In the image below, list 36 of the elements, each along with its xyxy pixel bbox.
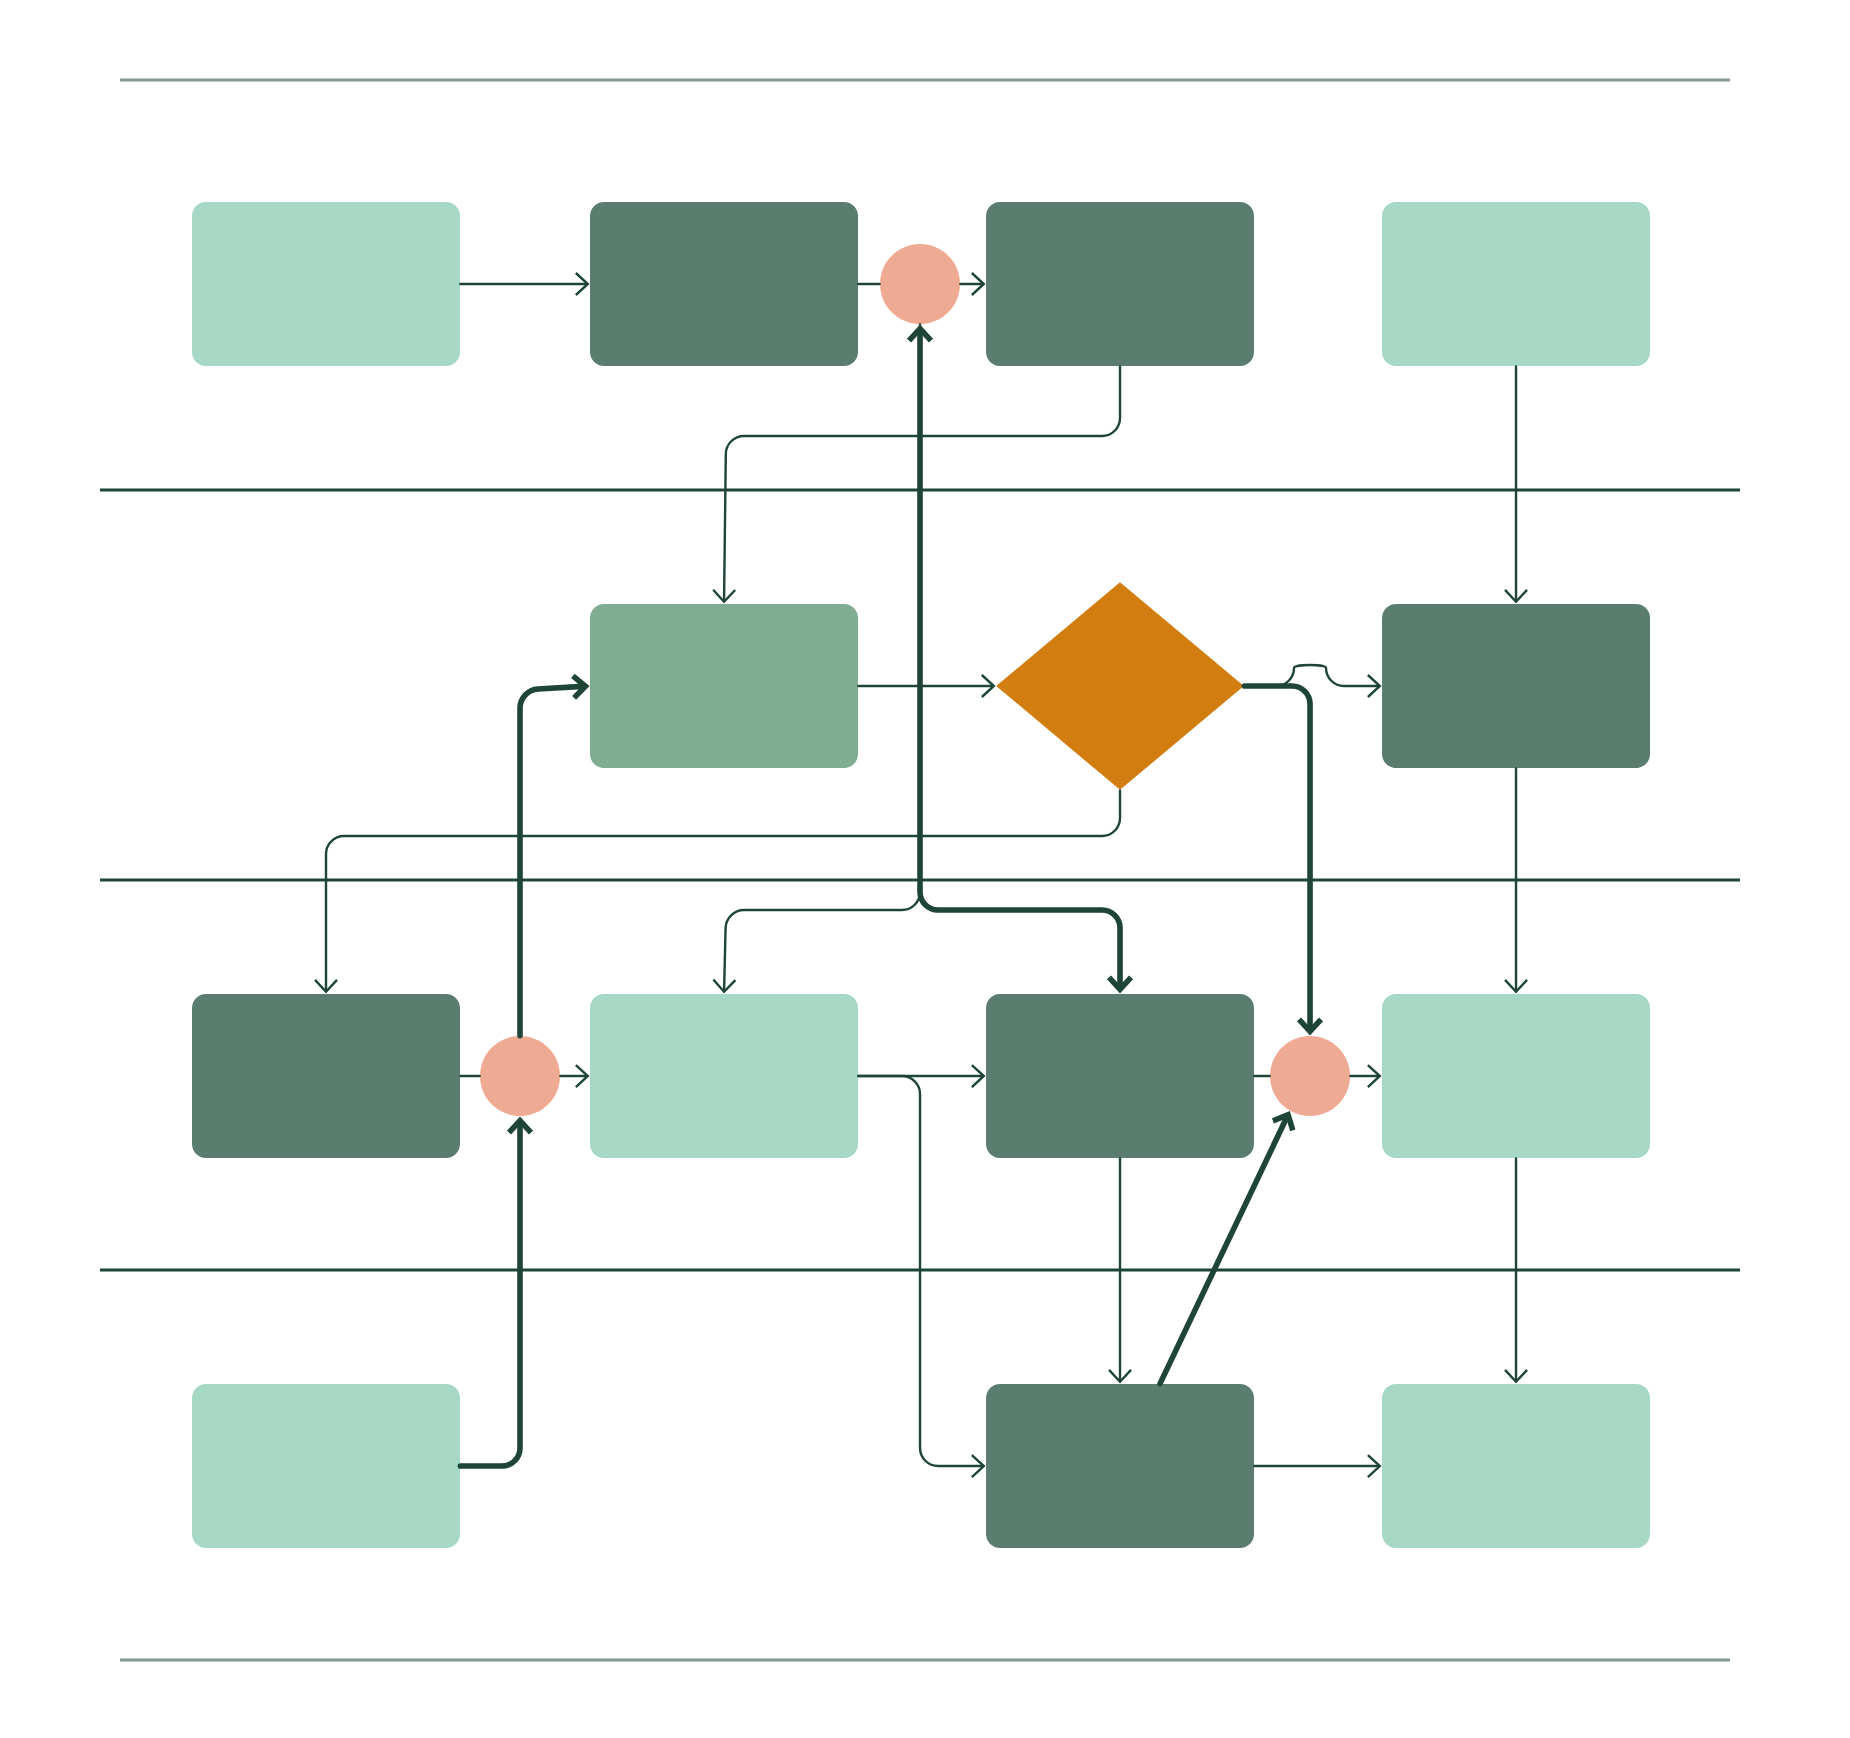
arrow (1253, 1454, 1382, 1478)
arrow (314, 789, 1122, 994)
process-box (1382, 604, 1651, 768)
process-box (192, 202, 460, 366)
arrow (906, 324, 1134, 994)
junction-circle (1270, 1036, 1351, 1116)
arrow (457, 1116, 534, 1469)
process-box (1382, 994, 1651, 1158)
process-box (590, 604, 858, 768)
arrow (559, 1064, 590, 1088)
arrow (1157, 1111, 1296, 1387)
junction-circle (480, 1036, 560, 1116)
arrow (517, 673, 590, 1039)
arrow (712, 365, 1122, 604)
arrow (1504, 1157, 1528, 1384)
process-box (986, 994, 1254, 1158)
arrow (1241, 683, 1324, 1036)
process-box (192, 1384, 460, 1548)
arrow (857, 674, 996, 698)
process-box (1382, 202, 1651, 366)
arrow (712, 323, 922, 994)
process-box (590, 202, 858, 366)
process-box (192, 994, 460, 1158)
process-box (590, 994, 858, 1158)
arrow (1349, 1064, 1382, 1088)
arrow (459, 272, 590, 296)
arrow (959, 272, 986, 296)
decision-diamond (996, 582, 1244, 790)
process-box (1382, 1384, 1651, 1548)
arrow (1108, 1157, 1132, 1384)
process-box (986, 1384, 1254, 1548)
arrow (1504, 767, 1528, 994)
process-box (986, 202, 1254, 366)
junction-circle (880, 244, 960, 324)
arrow (857, 1074, 986, 1478)
arrow (1504, 365, 1528, 604)
